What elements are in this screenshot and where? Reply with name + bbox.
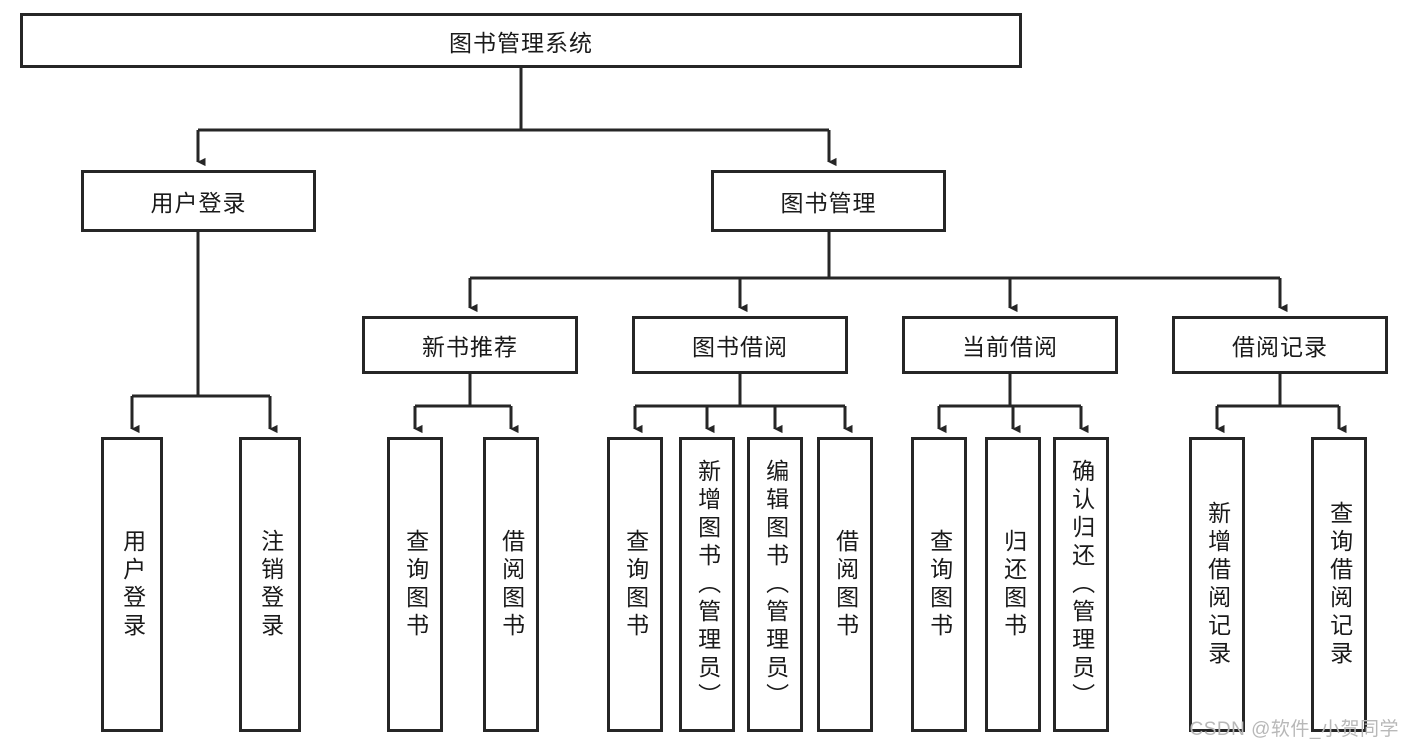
- node-user-login[interactable]: 用户登录: [81, 170, 316, 232]
- leaf-user-login[interactable]: 用户登录: [101, 437, 163, 732]
- leaf-borrow-book-newbook-label: 借阅图书: [498, 528, 525, 641]
- leaf-edit-book-admin-label: 编辑图书（管理员）: [762, 458, 789, 711]
- leaf-logout-label: 注销登录: [257, 528, 284, 641]
- leaf-add-borrow-record[interactable]: 新增借阅记录: [1189, 437, 1245, 732]
- leaf-add-book-admin[interactable]: 新增图书（管理员）: [679, 437, 735, 732]
- leaf-user-login-label: 用户登录: [119, 528, 146, 641]
- leaf-query-book-borrow[interactable]: 查询图书: [607, 437, 663, 732]
- leaf-borrow-book-newbook[interactable]: 借阅图书: [483, 437, 539, 732]
- node-book-management[interactable]: 图书管理: [711, 170, 946, 232]
- leaf-lend-book-label: 借阅图书: [832, 528, 859, 641]
- leaf-query-book-current[interactable]: 查询图书: [911, 437, 967, 732]
- leaf-add-book-admin-label: 新增图书（管理员）: [694, 458, 721, 711]
- node-book-management-label: 图书管理: [780, 190, 877, 216]
- node-book-borrow-label: 图书借阅: [692, 334, 788, 360]
- leaf-edit-book-admin[interactable]: 编辑图书（管理员）: [747, 437, 803, 732]
- leaf-query-book-newbook-label: 查询图书: [402, 528, 429, 641]
- node-root[interactable]: 图书管理系统: [20, 13, 1022, 68]
- leaf-return-book-label: 归还图书: [1000, 528, 1027, 641]
- leaf-query-book-borrow-label: 查询图书: [622, 528, 649, 641]
- watermark: CSDN @软件_小贺同学: [1189, 719, 1399, 740]
- leaf-query-borrow-record-label: 查询借阅记录: [1326, 500, 1353, 669]
- leaf-query-borrow-record[interactable]: 查询借阅记录: [1311, 437, 1367, 732]
- leaf-confirm-return-admin-label: 确认归还（管理员）: [1068, 458, 1095, 711]
- leaf-return-book[interactable]: 归还图书: [985, 437, 1041, 732]
- leaf-logout[interactable]: 注销登录: [239, 437, 301, 732]
- node-root-label: 图书管理系统: [449, 29, 593, 56]
- leaf-query-book-current-label: 查询图书: [926, 528, 953, 641]
- node-new-book-recommend-label: 新书推荐: [422, 334, 518, 360]
- leaf-lend-book[interactable]: 借阅图书: [817, 437, 873, 732]
- node-current-borrow-label: 当前借阅: [962, 334, 1058, 360]
- node-current-borrow[interactable]: 当前借阅: [902, 316, 1118, 374]
- node-user-login-label: 用户登录: [150, 190, 247, 216]
- leaf-query-book-newbook[interactable]: 查询图书: [387, 437, 443, 732]
- connector-lines: [130, 68, 1347, 434]
- node-new-book-recommend[interactable]: 新书推荐: [362, 316, 578, 374]
- node-borrow-records-label: 借阅记录: [1232, 334, 1328, 360]
- leaf-add-borrow-record-label: 新增借阅记录: [1204, 500, 1231, 669]
- leaf-confirm-return-admin[interactable]: 确认归还（管理员）: [1053, 437, 1109, 732]
- node-book-borrow[interactable]: 图书借阅: [632, 316, 848, 374]
- node-borrow-records[interactable]: 借阅记录: [1172, 316, 1388, 374]
